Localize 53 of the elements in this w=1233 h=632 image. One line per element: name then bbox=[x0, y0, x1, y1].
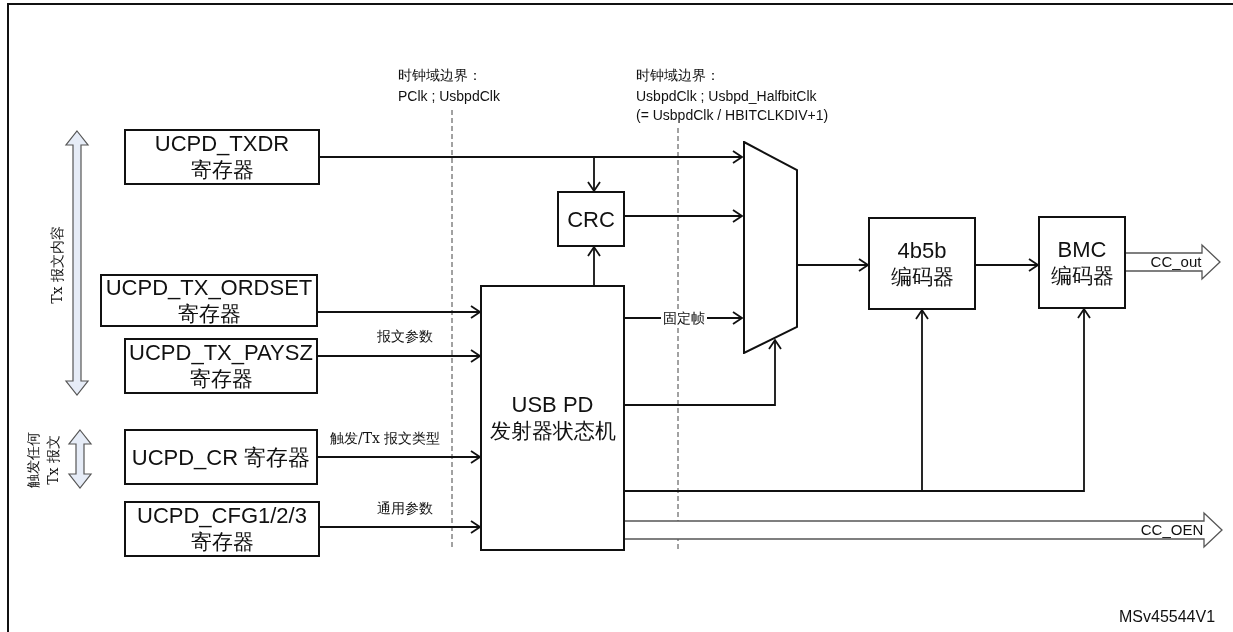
clock-domain-note: UsbpdClk ; Usbpd_HalfbitClk bbox=[636, 87, 817, 105]
register-box bbox=[124, 429, 318, 485]
box-text: UCPD_CR 寄存器 bbox=[131, 443, 311, 471]
register-box bbox=[124, 338, 318, 394]
encoder-box bbox=[1038, 216, 1126, 309]
arrow bbox=[317, 349, 481, 363]
box-text: 编码器 bbox=[1050, 262, 1114, 290]
box-text: UCPD_TXDR bbox=[154, 130, 290, 157]
box-text: 寄存器 bbox=[177, 300, 241, 328]
edge-label: 触发/Tx 报文类型 bbox=[329, 430, 442, 446]
clock-domain-note: 时钟域边界： bbox=[636, 66, 720, 84]
arrow bbox=[587, 246, 601, 286]
box-text: 寄存器 bbox=[189, 366, 253, 393]
arrow bbox=[317, 305, 481, 319]
side-note: Tx 报文 bbox=[43, 435, 62, 485]
multiplexer-symbol bbox=[742, 141, 798, 354]
box-text: UCPD_TX_PAYSZ bbox=[129, 339, 313, 366]
box-text: CC_OEN bbox=[1140, 520, 1204, 540]
box-text: USB PD bbox=[511, 391, 594, 418]
box-text: CRC bbox=[567, 205, 615, 233]
signal-arrow bbox=[1125, 243, 1221, 281]
clock-domain-note: PClk ; UsbpdClk bbox=[398, 87, 500, 105]
box-text: UCPD_CFG1/2/3 bbox=[137, 502, 307, 529]
encoder-box bbox=[868, 217, 976, 310]
arrow bbox=[319, 156, 601, 192]
register-box bbox=[124, 129, 320, 185]
arrow bbox=[975, 258, 1039, 272]
arrow bbox=[317, 450, 481, 464]
arrow bbox=[797, 258, 869, 272]
box-text: 寄存器 bbox=[190, 157, 254, 184]
box-text: BMC bbox=[1057, 235, 1107, 263]
signal-arrow bbox=[624, 511, 1223, 549]
arrow bbox=[319, 520, 481, 534]
clock-domain-note: 时钟域边界： bbox=[398, 66, 482, 84]
edge-label: 报文参数 bbox=[376, 328, 434, 344]
side-note: 触发任何 bbox=[24, 432, 42, 488]
side-note: Tx 报文内容 bbox=[47, 226, 66, 304]
arrow bbox=[624, 339, 782, 406]
clock-domain-note: (= UsbpdClk / HBITCLKDIV+1) bbox=[636, 106, 829, 124]
crc-box bbox=[557, 191, 625, 247]
box-text: CC_out bbox=[1150, 252, 1202, 272]
edge-label: 通用参数 bbox=[376, 500, 434, 516]
box-text: 发射器状态机 bbox=[489, 418, 616, 445]
box-text: 寄存器 bbox=[190, 529, 254, 556]
arrow bbox=[624, 209, 743, 223]
register-box bbox=[100, 274, 318, 327]
figure-id: MSv45544V1 bbox=[1119, 608, 1216, 626]
state-machine-box bbox=[480, 285, 625, 551]
edge-label: 固定帧 bbox=[661, 310, 707, 326]
register-box bbox=[124, 501, 320, 557]
box-text: UCPD_TX_ORDSET bbox=[105, 273, 313, 301]
box-text: 编码器 bbox=[890, 263, 954, 291]
box-text: 4b5b bbox=[897, 236, 947, 264]
